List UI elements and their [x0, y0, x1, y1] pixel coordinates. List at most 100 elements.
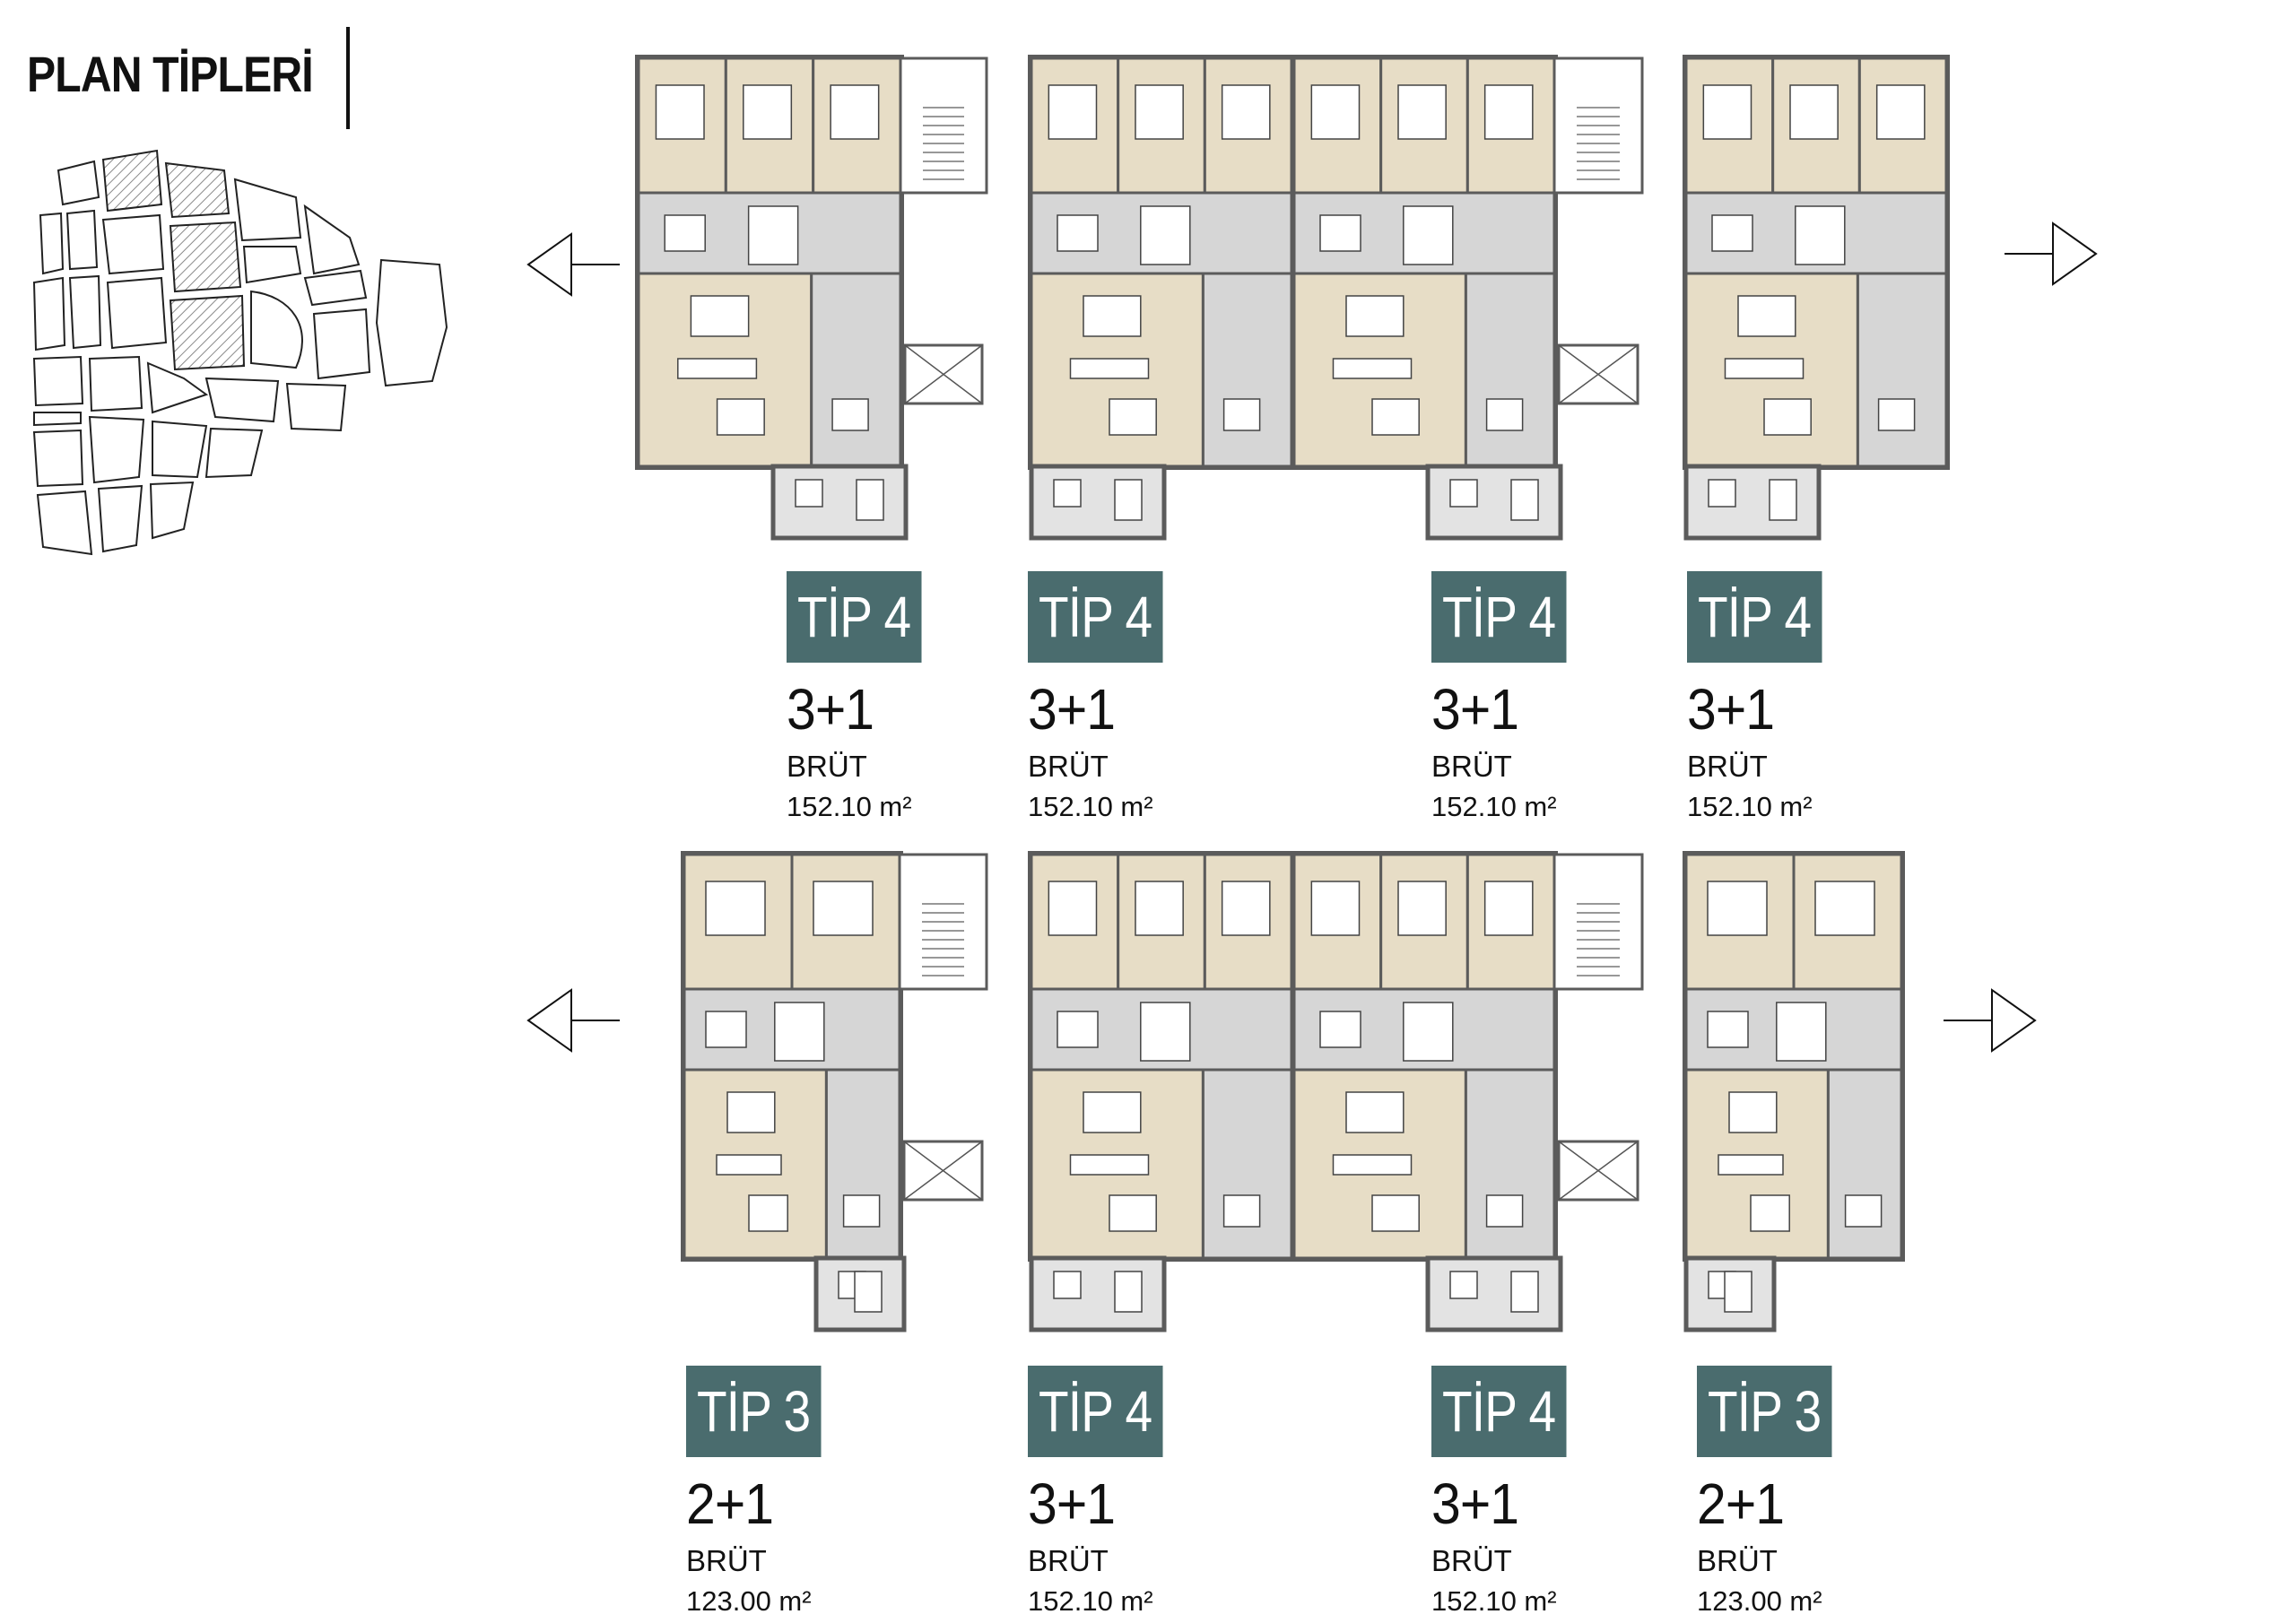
balcony-table — [1510, 479, 1539, 521]
bathroom — [1140, 205, 1191, 265]
gross-area-value: 123.00 m² — [1697, 1585, 1822, 1617]
room-count: 3+1 — [1028, 677, 1116, 742]
site-block-hatched — [169, 294, 246, 371]
bathroom-fixture — [1707, 1011, 1749, 1048]
sofa — [1069, 358, 1150, 379]
gross-area-value: 152.10 m² — [1431, 791, 1557, 822]
bathroom-fixture — [1057, 1011, 1099, 1048]
kitchen-table — [1844, 1194, 1883, 1228]
unit-label: TİP 4 3+1 BRÜT 152.10 m² — [1028, 571, 1405, 822]
dining-table — [1083, 295, 1142, 337]
bed — [813, 881, 874, 936]
bed — [1702, 84, 1752, 140]
coffee-table — [1750, 1194, 1790, 1232]
dining-table — [690, 295, 750, 337]
site-block-hatched — [101, 149, 163, 213]
balcony-table — [1114, 479, 1143, 521]
dining-table — [1737, 295, 1796, 337]
unit-label: TİP 4 3+1 BRÜT 152.10 m² — [787, 571, 1163, 822]
sofa — [1724, 358, 1805, 379]
balcony-table — [1724, 1271, 1752, 1313]
coffee-table — [1371, 398, 1420, 436]
bed — [830, 84, 880, 140]
bed — [1135, 881, 1184, 936]
bathroom-fixture — [1711, 214, 1753, 252]
elevator-cross — [1558, 344, 1639, 404]
bed — [1814, 881, 1875, 936]
kitchen — [1826, 1068, 1903, 1260]
bed — [743, 84, 793, 140]
gross-area-label: BRÜT — [1028, 750, 1109, 783]
balcony-chair — [1053, 1271, 1082, 1299]
gross-area-label: BRÜT — [1431, 750, 1512, 783]
tip-badge: TİP 4 — [1431, 571, 1567, 663]
sofa — [716, 1154, 782, 1176]
kitchen-table — [1222, 1194, 1261, 1228]
dining-table — [1728, 1091, 1778, 1133]
kitchen-table — [1485, 1194, 1524, 1228]
sofa — [1332, 358, 1413, 379]
coffee-table — [716, 398, 765, 436]
dining-table — [1345, 1091, 1405, 1133]
coffee-table — [748, 1194, 788, 1232]
bed — [1135, 84, 1184, 140]
bathroom-fixture — [664, 214, 706, 252]
tip-badge: TİP 3 — [1697, 1366, 1832, 1457]
balcony — [770, 464, 909, 541]
kitchen — [1464, 272, 1556, 468]
tip-badge: TİP 4 — [787, 571, 922, 663]
room-count: 3+1 — [787, 677, 874, 742]
dining-table — [1083, 1091, 1142, 1133]
gross-area-value: 123.00 m² — [686, 1585, 812, 1617]
bathroom — [774, 1002, 825, 1062]
gross-area-value: 152.10 m² — [1687, 791, 1813, 822]
bathroom — [1795, 205, 1846, 265]
tip-badge: TİP 4 — [1028, 571, 1163, 663]
bed — [1707, 881, 1768, 936]
balcony-chair — [1053, 479, 1082, 508]
room-count: 2+1 — [686, 1471, 774, 1536]
unit-label: TİP 3 2+1 BRÜT 123.00 m² — [686, 1366, 1063, 1617]
page-title: PLAN TİPLERİ — [27, 46, 314, 102]
bed — [1221, 84, 1271, 140]
tip-badge: TİP 4 — [1431, 1366, 1567, 1457]
kitchen — [810, 272, 902, 468]
bed — [1221, 881, 1271, 936]
bathroom-fixture — [705, 1011, 747, 1048]
balcony-table — [1114, 1271, 1143, 1313]
bed — [1483, 881, 1534, 936]
gross-area-label: BRÜT — [686, 1544, 767, 1577]
balcony-table — [1510, 1271, 1539, 1313]
unit-label: TİP 4 3+1 BRÜT 152.10 m² — [1431, 1366, 1808, 1617]
elevator-cross — [903, 1141, 983, 1201]
bed — [1789, 84, 1839, 140]
kitchen — [1856, 272, 1948, 468]
bed — [705, 881, 766, 936]
balcony-chair — [795, 479, 823, 508]
dining-table — [1345, 295, 1405, 337]
tip-badge: TİP 4 — [1028, 1366, 1163, 1457]
bed — [1048, 84, 1098, 140]
unit-label: TİP 3 2+1 BRÜT 123.00 m² — [1697, 1366, 2074, 1617]
site-block-hatched — [164, 161, 230, 219]
sofa — [677, 358, 758, 379]
gross-area-label: BRÜT — [787, 750, 867, 783]
balcony — [1683, 464, 1822, 541]
room-count: 3+1 — [1687, 677, 1775, 742]
gross-area-label: BRÜT — [1687, 750, 1768, 783]
balcony-chair — [1449, 479, 1478, 508]
unit-label: TİP 4 3+1 BRÜT 152.10 m² — [1431, 571, 1808, 822]
site-block-hatched — [169, 221, 242, 293]
balcony-table — [856, 479, 884, 521]
bathroom — [1140, 1002, 1191, 1062]
site-key-plan — [32, 149, 448, 556]
kitchen — [1464, 1068, 1556, 1260]
arrow-right-icon — [2005, 221, 2098, 286]
elevator-cross — [904, 344, 983, 404]
bathroom — [1403, 205, 1454, 265]
bathroom — [747, 205, 799, 265]
gross-area-value: 152.10 m² — [1028, 1585, 1153, 1617]
unit-label: TİP 4 3+1 BRÜT 152.10 m² — [1687, 571, 2064, 822]
balcony-table — [1769, 479, 1797, 521]
